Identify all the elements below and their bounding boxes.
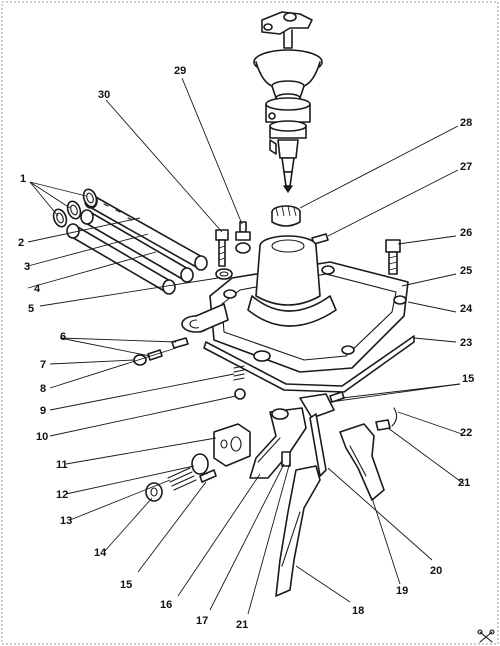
callout-7: 7 bbox=[40, 359, 46, 371]
callout-5: 5 bbox=[28, 303, 34, 315]
callout-1: 1 bbox=[20, 173, 26, 185]
callout-2: 2 bbox=[18, 237, 24, 249]
part-26-bolt bbox=[385, 239, 401, 275]
callout-25-right: 25 bbox=[460, 265, 472, 277]
part-7-plug bbox=[133, 354, 147, 366]
callout-4: 4 bbox=[34, 283, 41, 295]
callout-9: 9 bbox=[40, 405, 46, 417]
callout-15-right: 15 bbox=[462, 373, 474, 385]
part-29-breather bbox=[235, 221, 251, 254]
part-16-shift-fork bbox=[249, 407, 307, 479]
callout-28: 28 bbox=[460, 117, 472, 129]
part-19-shift-fork bbox=[339, 423, 385, 501]
part-11-detent-block bbox=[213, 423, 251, 467]
callout-14: 14 bbox=[94, 547, 107, 559]
part-25-washer-left bbox=[215, 268, 233, 280]
callout-11: 11 bbox=[56, 459, 68, 471]
part-18-shift-fork bbox=[275, 465, 321, 597]
callout-24: 24 bbox=[460, 303, 473, 315]
gear-lever-assembly bbox=[253, 11, 323, 194]
callout-26: 26 bbox=[460, 227, 472, 239]
part-17-screw bbox=[281, 451, 291, 467]
callout-12: 12 bbox=[56, 489, 68, 501]
part-9-spring bbox=[233, 365, 245, 381]
part-13-pin bbox=[199, 469, 217, 483]
callout-17: 17 bbox=[196, 615, 208, 627]
leader-lines bbox=[27, 77, 465, 615]
callout-23: 23 bbox=[460, 337, 472, 349]
callout-8: 8 bbox=[40, 383, 46, 395]
crossed-tools-icon bbox=[477, 629, 495, 643]
part-22-spring-wire bbox=[391, 407, 398, 427]
part-10-ball bbox=[234, 388, 246, 400]
part-28-seal bbox=[271, 205, 301, 227]
callout-27: 27 bbox=[460, 161, 472, 173]
callout-19: 19 bbox=[396, 585, 408, 597]
callout-13: 13 bbox=[60, 515, 72, 527]
part-30-bolt bbox=[215, 229, 229, 267]
callout-22: 22 bbox=[460, 427, 472, 439]
part-20-lever bbox=[299, 393, 335, 477]
callout-20: 20 bbox=[430, 565, 442, 577]
callout-15-left: 15 bbox=[120, 579, 132, 591]
callout-18: 18 bbox=[352, 605, 364, 617]
callout-21-bottom: 21 bbox=[236, 619, 248, 631]
callout-10: 10 bbox=[36, 431, 48, 443]
part-1-o-rings bbox=[52, 188, 98, 228]
callout-labels: 1 2 3 4 5 6 7 8 9 10 11 12 13 14 15 15 1… bbox=[18, 65, 474, 631]
callout-6: 6 bbox=[60, 331, 66, 343]
part-21-screw-right bbox=[375, 419, 391, 431]
callout-3: 3 bbox=[24, 261, 30, 273]
part-12-spring bbox=[167, 453, 209, 491]
part-24-housing-cover bbox=[181, 235, 409, 373]
part-23-gasket bbox=[203, 335, 415, 393]
callout-16: 16 bbox=[160, 599, 172, 611]
part-14-washer bbox=[145, 482, 163, 502]
selector-rods bbox=[66, 193, 208, 295]
callout-30: 30 bbox=[98, 89, 110, 101]
callout-29: 29 bbox=[174, 65, 186, 77]
callout-21-right: 21 bbox=[458, 477, 470, 489]
